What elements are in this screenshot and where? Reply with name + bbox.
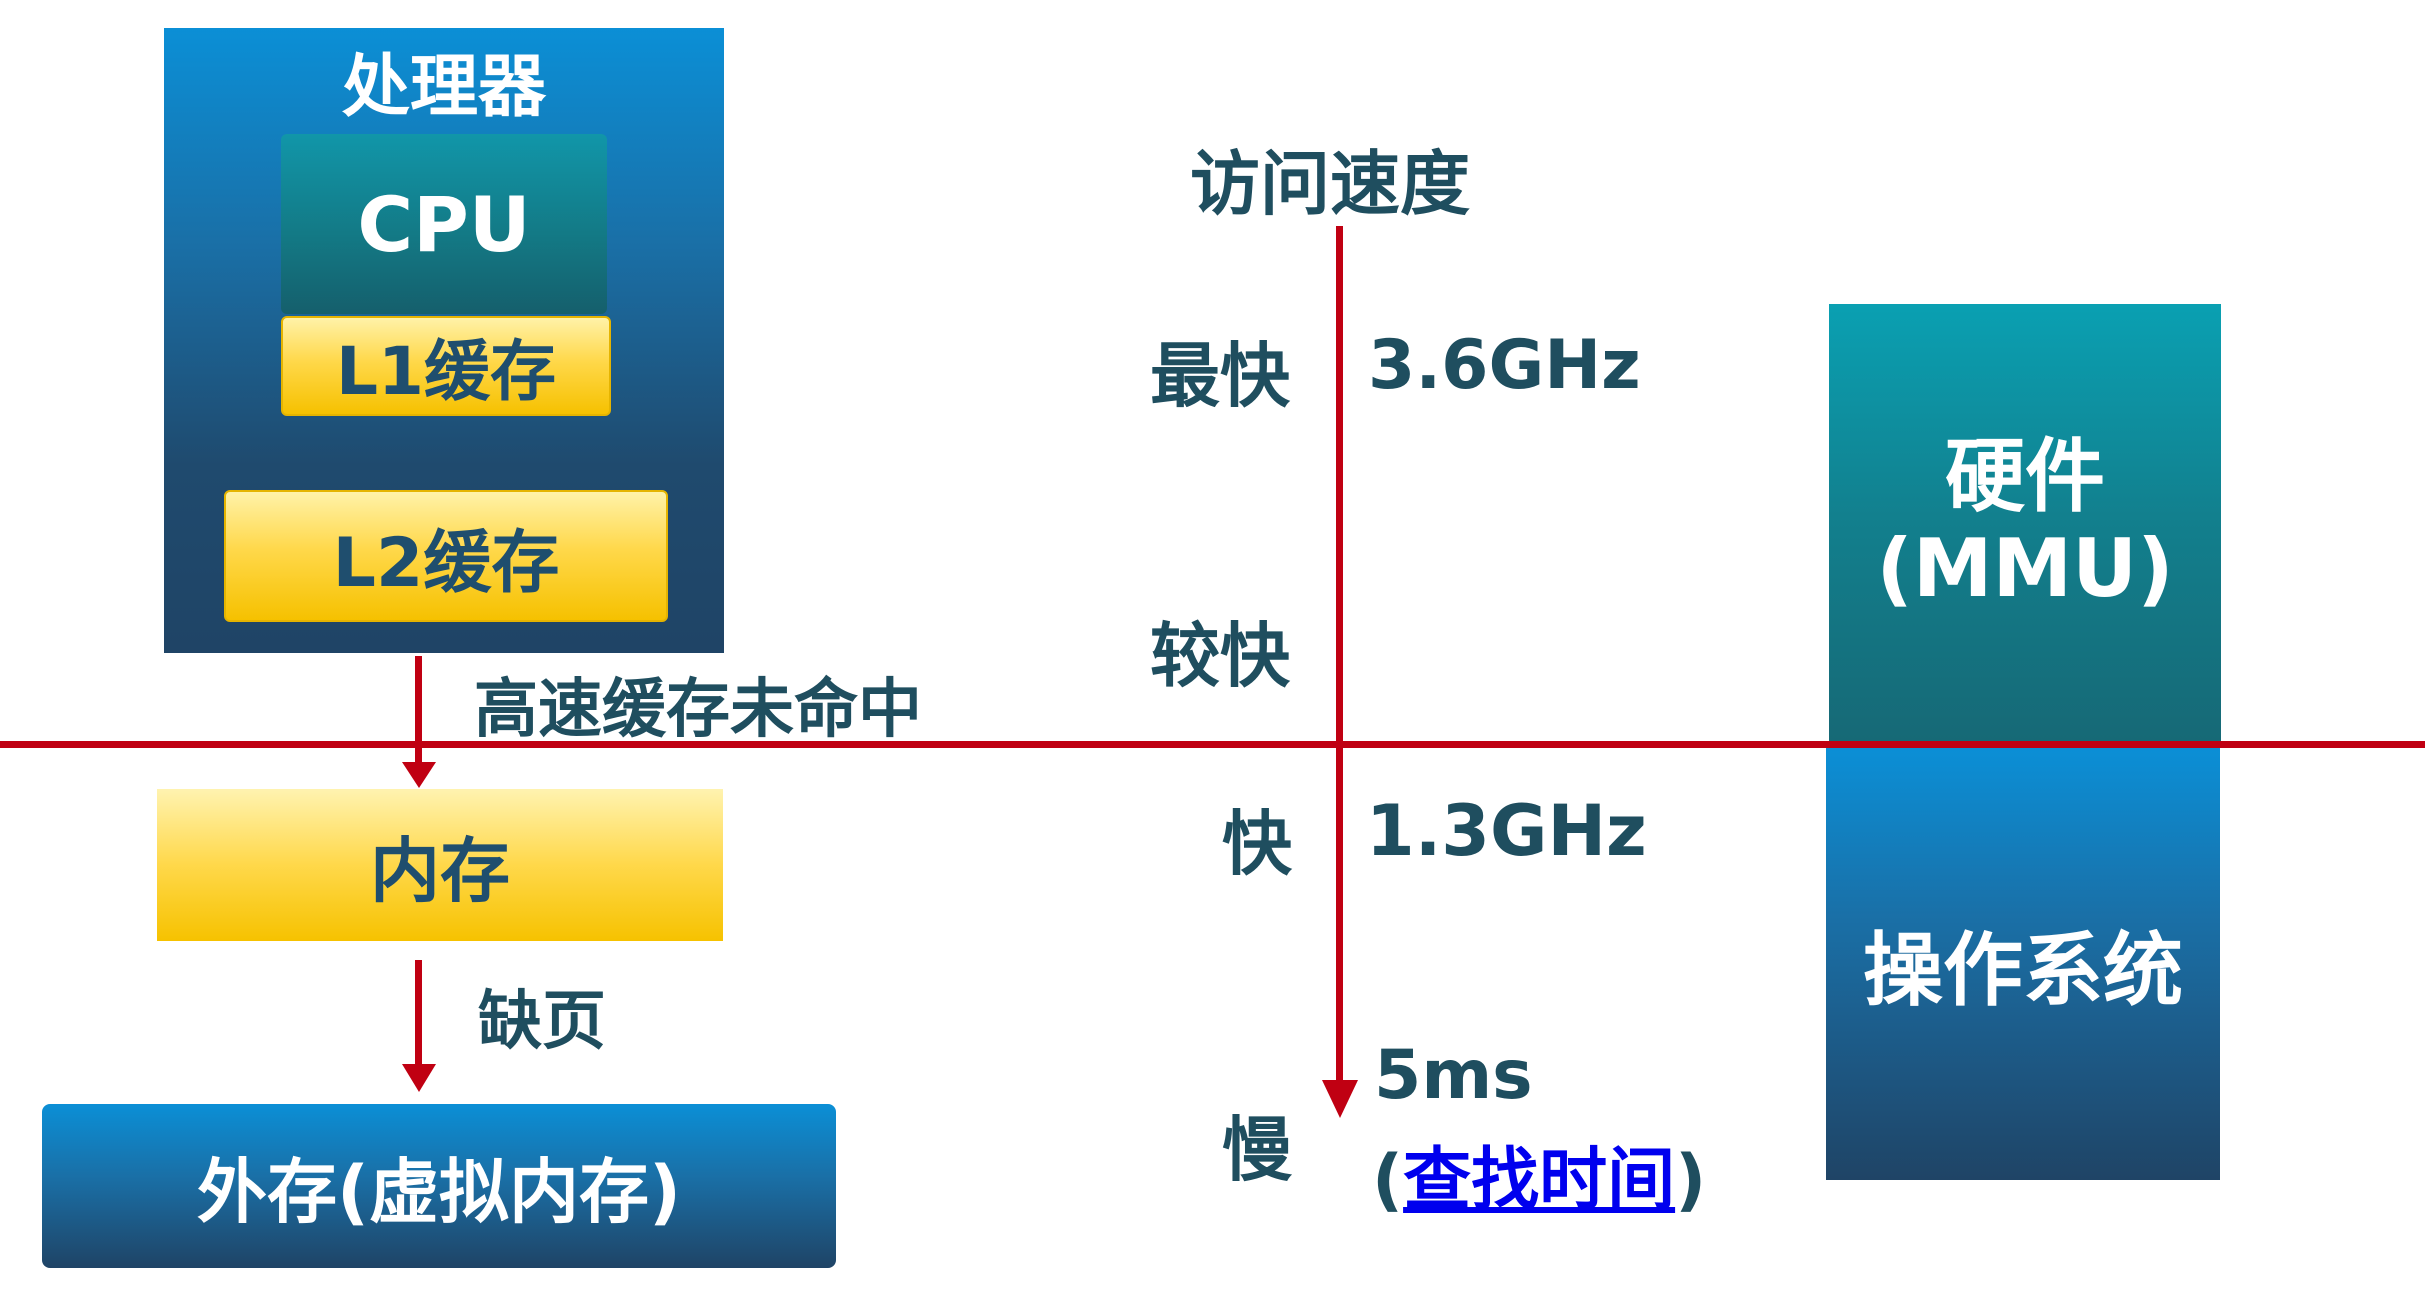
page-fault-arrow-head	[402, 1064, 436, 1092]
lookup-open-paren: (	[1372, 1141, 1404, 1220]
memory-box: 内存	[157, 789, 723, 941]
page-fault-arrow-shaft	[415, 960, 422, 1068]
cache-miss-arrow-shaft	[415, 656, 422, 768]
mmu-label: (MMU)	[1876, 521, 2174, 615]
speed-axis-line	[1336, 226, 1343, 1084]
operating-system-box: 操作系统	[1826, 748, 2220, 1180]
lookup-time-link[interactable]: 查找时间	[1403, 1141, 1676, 1220]
cache-miss-arrow-head	[402, 762, 436, 788]
cpu-box: CPU	[281, 134, 607, 314]
latency-5ms: 5ms	[1374, 1036, 1533, 1115]
speed-slow-label: 慢	[1222, 1109, 1292, 1191]
processor-title: 处理器	[341, 47, 546, 127]
speed-faster-label: 较快	[1150, 615, 1290, 697]
speed-fast-label: 快	[1222, 803, 1292, 885]
lookup-time-line: (查找时间)	[1372, 1124, 1706, 1223]
page-fault-label: 缺页	[478, 985, 606, 1059]
freq-3-6ghz: 3.6GHz	[1368, 326, 1641, 405]
l1-cache-box: L1缓存	[281, 316, 611, 416]
speed-fastest-label: 最快	[1150, 335, 1290, 417]
external-storage-box: 外存(虚拟内存)	[42, 1104, 836, 1268]
access-speed-title: 访问速度	[1190, 143, 1470, 225]
hardware-label: 硬件	[1945, 429, 2105, 523]
cache-miss-label: 高速缓存未命中	[474, 673, 922, 747]
hardware-software-divider	[0, 741, 2425, 748]
freq-1-3ghz: 1.3GHz	[1366, 790, 1647, 872]
speed-axis-arrow-head	[1322, 1080, 1358, 1118]
lookup-close-paren: )	[1675, 1141, 1707, 1220]
l2-cache-box: L2缓存	[224, 490, 668, 622]
hardware-mmu-box: 硬件 (MMU)	[1829, 304, 2221, 741]
